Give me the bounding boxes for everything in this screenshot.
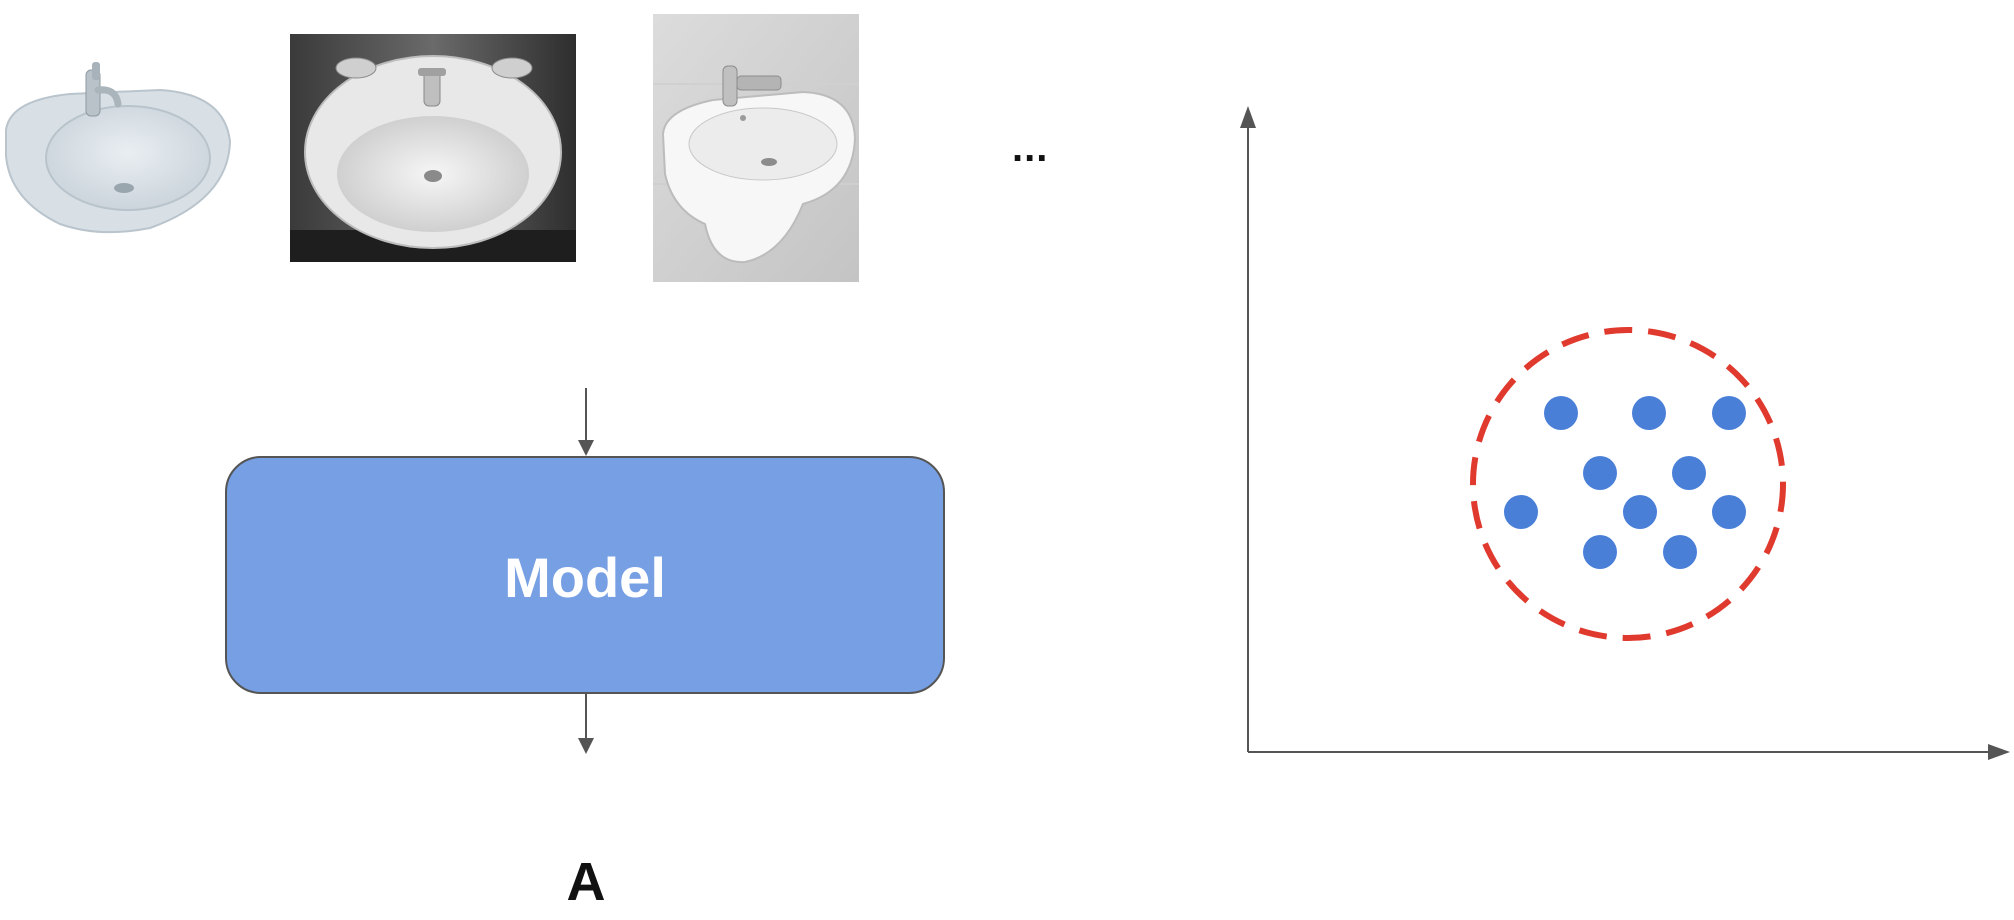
sink-image-2	[290, 34, 576, 262]
embedding-point	[1544, 396, 1578, 430]
model-box: Model	[225, 456, 945, 694]
more-images-ellipsis: ...	[1012, 126, 1049, 170]
embedding-point	[1583, 535, 1617, 569]
output-arrow	[578, 694, 594, 754]
embedding-point	[1712, 396, 1746, 430]
embedding-point	[1583, 456, 1617, 490]
input-arrow	[578, 388, 594, 456]
output-label: A	[566, 852, 606, 912]
sink-image-1	[0, 60, 234, 236]
embedding-point	[1663, 535, 1697, 569]
embedding-point	[1672, 456, 1706, 490]
embedding-point	[1632, 396, 1666, 430]
sink-image-3	[653, 14, 859, 282]
x-axis	[1248, 744, 2010, 760]
embedding-point	[1504, 495, 1538, 529]
embedding-point	[1712, 495, 1746, 529]
y-axis	[1240, 106, 1256, 752]
cluster-boundary	[1470, 327, 1786, 641]
embedding-point	[1623, 495, 1657, 529]
model-label: Model	[504, 546, 666, 609]
